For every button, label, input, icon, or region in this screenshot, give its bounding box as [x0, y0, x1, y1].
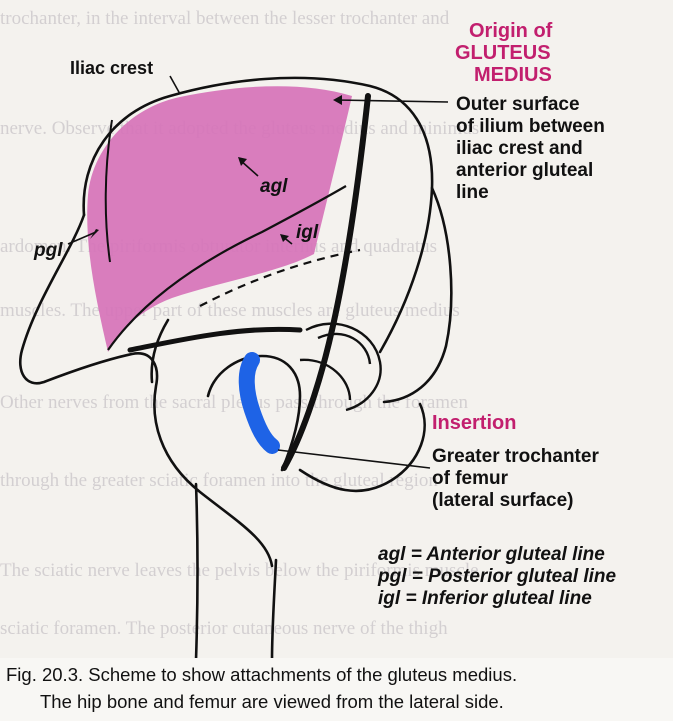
- insertion-desc-line1: Greater trochanter: [432, 446, 599, 468]
- legend-igl: igl = Inferior gluteal line: [378, 588, 592, 610]
- caption-box: Fig. 20.3. Scheme to show attachments of…: [0, 658, 673, 721]
- origin-title-line3: MEDIUS: [474, 64, 552, 87]
- origin-area: [87, 86, 352, 352]
- origin-desc-line2: of ilium between: [456, 116, 605, 138]
- insertion-title: Insertion: [432, 412, 516, 435]
- insertion-desc-line2: of femur: [432, 468, 508, 490]
- origin-title-line2: GLUTEUS: [455, 42, 551, 65]
- caption-line1: Fig. 20.3. Scheme to show attachments of…: [6, 664, 517, 686]
- legend-agl: agl = Anterior gluteal line: [378, 544, 605, 566]
- iliac-crest-label: Iliac crest: [70, 58, 153, 79]
- agl-label: agl: [260, 176, 287, 198]
- legend-pgl: pgl = Posterior gluteal line: [378, 566, 616, 588]
- caption-line2: The hip bone and femur are viewed from t…: [40, 691, 504, 713]
- origin-title-line1: Origin of: [469, 20, 552, 43]
- igl-label: igl: [296, 222, 318, 244]
- thick-inner-line: [130, 329, 300, 350]
- origin-desc-line4: anterior gluteal: [456, 160, 593, 182]
- origin-desc-line3: iliac crest and: [456, 138, 583, 160]
- pgl-label: pgl: [34, 240, 63, 262]
- insertion-desc-line3: (lateral surface): [432, 490, 574, 512]
- origin-desc-line5: line: [456, 182, 489, 204]
- insertion-area: [247, 360, 272, 446]
- origin-desc-line1: Outer surface: [456, 94, 580, 116]
